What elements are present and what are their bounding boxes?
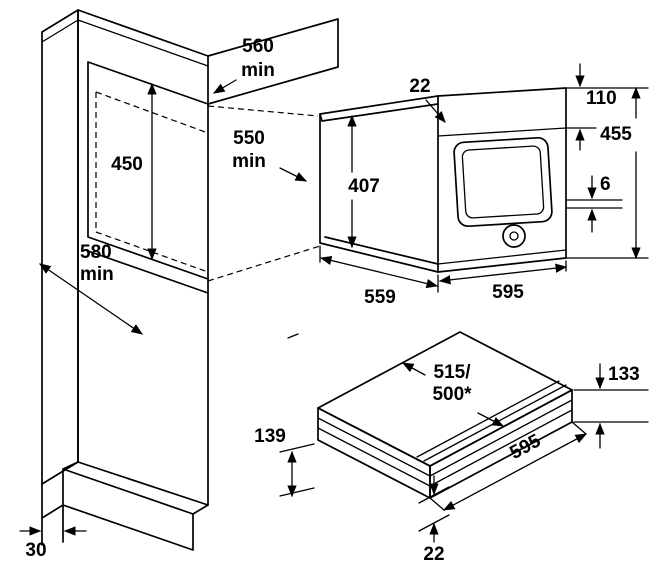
oven-control-knob — [502, 224, 526, 248]
dim-niche-depth-leader — [279, 167, 308, 182]
dim-drawer-depth-label-b: 500* — [432, 384, 472, 405]
niche-ceiling-panel — [207, 18, 339, 105]
dim-drawer-clearance-ticks — [279, 443, 315, 497]
dim-oven-depth-ext — [319, 245, 439, 293]
oven-door-window-outer — [453, 136, 553, 228]
dim-door-gap-label: 6 — [600, 174, 611, 195]
dim-housing-depth-arrow — [39, 263, 143, 335]
niche-alignment-guides — [207, 105, 321, 282]
dim-drawer-depth-label-a: 515/ — [434, 362, 472, 383]
dim-oven-width-label: 595 — [492, 282, 524, 303]
oven-door-bottom-line — [437, 249, 567, 265]
dim-niche-width-label: 560 — [242, 36, 274, 57]
dim-housing-depth-label: 580 — [80, 242, 112, 263]
dim-drawer-bottom-label: 22 — [423, 544, 444, 565]
dim-oven-top-inset-label: 22 — [409, 76, 430, 97]
dim-niche-depth-label: 550 — [233, 128, 265, 149]
oven-control-knob-center — [509, 231, 519, 241]
warming-drawer — [317, 331, 573, 499]
reference-tick — [287, 333, 299, 339]
built-in-oven — [319, 87, 567, 273]
dim-niche-depth-qualifier: min — [232, 151, 266, 172]
cabinet-side-panel — [41, 9, 79, 485]
dim-drawer-depth-arrow-front — [477, 412, 505, 427]
dim-oven-height-label: 455 — [600, 124, 632, 145]
dim-drawer-clearance-label: 139 — [254, 426, 286, 447]
dim-niche-width-leader — [212, 79, 237, 94]
cabinet-top-edge-inner — [41, 19, 209, 67]
dim-oven-body-height-label: 407 — [348, 176, 380, 197]
dim-drawer-width-ext — [429, 421, 587, 511]
oven-door-window-inner — [461, 145, 545, 219]
drawer-front-left-face — [317, 407, 431, 499]
dim-niche-width-qualifier: min — [241, 60, 275, 81]
oven-control-panel-divider — [437, 127, 567, 137]
niche-hidden-lines — [95, 91, 209, 273]
dim-oven-width-arrow — [438, 263, 568, 285]
dim-niche-height-label: 450 — [111, 154, 143, 175]
oven-front-face — [437, 87, 567, 273]
dim-plinth-recess-label: 30 — [25, 540, 46, 561]
drawer-front-right-face — [429, 389, 573, 499]
oven-top-frame-strip — [319, 95, 439, 122]
dim-drawer-height-ext — [573, 389, 649, 423]
dim-drawer-width-arrow — [442, 433, 588, 511]
drawer-front-layer-lines-right — [429, 399, 573, 487]
dim-housing-depth-qualifier: min — [80, 264, 114, 285]
dim-drawer-depth-arrow-back — [401, 362, 426, 376]
cabinet-plinth — [41, 461, 209, 551]
dim-control-height-label: 110 — [586, 88, 617, 109]
dim-oven-top-inset-leader — [425, 99, 446, 123]
dim-oven-depth-arrow — [319, 255, 439, 289]
drawer-front-layer-lines-left — [317, 417, 431, 487]
dimension-annotations: 560 min 550 min 450 580 min 30 22 407 55… — [19, 36, 649, 565]
dim-oven-depth-label: 559 — [364, 287, 396, 308]
dim-door-gap-ext — [565, 199, 623, 209]
dim-drawer-height-label: 133 — [608, 364, 640, 385]
cabinet-side-panel-lower — [41, 483, 64, 519]
